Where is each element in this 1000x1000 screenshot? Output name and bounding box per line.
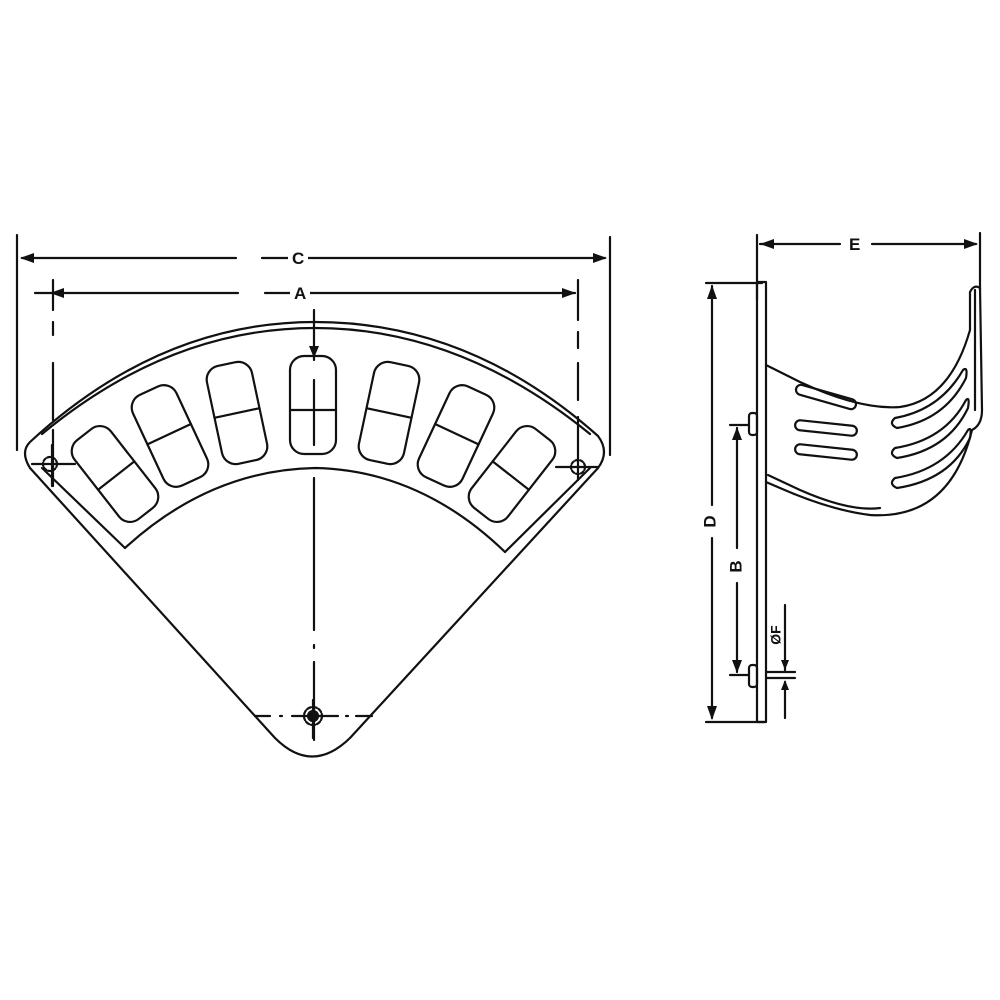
dimension-label-c: C bbox=[288, 250, 309, 267]
dimension-label-a: A bbox=[290, 285, 311, 302]
plate-outline bbox=[23, 320, 606, 758]
dimension-label-f-diameter: ØF bbox=[768, 621, 784, 649]
side-slots-right bbox=[890, 367, 972, 490]
hanger-arm bbox=[764, 285, 984, 517]
dimension-label-e: E bbox=[845, 236, 865, 253]
front-slots bbox=[70, 354, 557, 524]
side-slots-left bbox=[794, 383, 858, 461]
dimension-label-d: D bbox=[701, 511, 720, 532]
back-plate bbox=[755, 280, 768, 724]
dimension-label-b: B bbox=[727, 556, 746, 577]
